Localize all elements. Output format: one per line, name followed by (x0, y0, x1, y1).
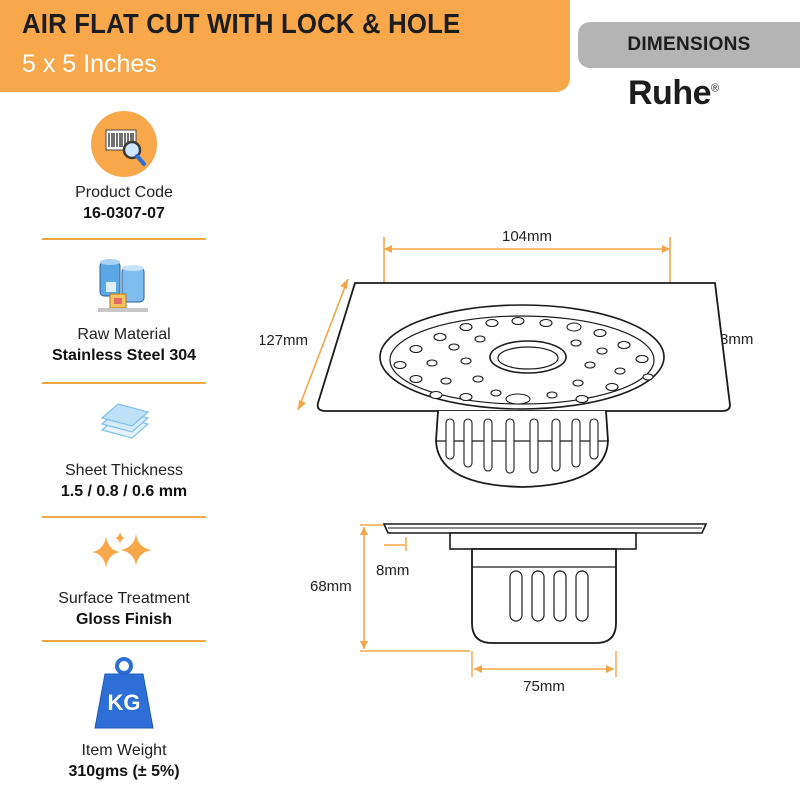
spec-product-code: Product Code 16-0307-07 (42, 110, 206, 223)
spec-surface-treatment: Surface Treatment Gloss Finish (42, 530, 206, 629)
dim-top-flange: 8mm (720, 331, 753, 348)
dim-outer-width: 127mm (260, 332, 308, 349)
barcode-magnifier-icon (91, 111, 157, 177)
product-size: 5 x 5 Inches (22, 50, 157, 78)
dim-body-width: 75mm (523, 678, 565, 695)
spec-divider (42, 238, 206, 240)
dimensions-label: DIMENSIONS (627, 34, 751, 55)
spec-value: 16-0307-07 (83, 205, 165, 222)
spec-value: Gloss Finish (75, 611, 172, 628)
spec-value: Stainless Steel 304 (51, 347, 197, 364)
spec-label: Surface Treatment (58, 590, 190, 607)
spec-label: Raw Material (77, 326, 171, 343)
brand-registered-mark: ® (711, 82, 719, 95)
spec-value: 310gms (± 5%) (68, 763, 180, 780)
spec-label: Product Code (75, 184, 173, 201)
spec-item-weight: KG Item Weight 310gms (± 5%) (42, 656, 206, 781)
spec-value: 1.5 / 0.8 / 0.6 mm (60, 483, 188, 500)
spec-divider (42, 640, 206, 642)
dim-inner-width: 104mm (502, 228, 552, 245)
spec-divider (42, 382, 206, 384)
stacked-sheets-icon (100, 403, 150, 439)
dim-height: 68mm (310, 578, 352, 595)
side-view: 68mm 8mm 75mm (310, 523, 708, 695)
spec-raw-material: Raw Material Stainless Steel 304 (42, 256, 206, 365)
top-view: 104mm 127mm 8mm (260, 228, 753, 488)
sparkle-icon (92, 532, 152, 568)
weight-icon-text: KG (108, 690, 141, 715)
weight-icon: KG (94, 657, 154, 729)
dimensions-tab: DIMENSIONS (578, 22, 800, 68)
material-rolls-icon (98, 259, 148, 312)
brand-name: Ruhe (628, 74, 712, 112)
brand-logo: Ruhe® (628, 74, 719, 113)
product-title: AIR FLAT CUT WITH LOCK & HOLE (22, 8, 461, 39)
technical-drawing: 104mm 127mm 8mm (260, 228, 753, 695)
title-banner: AIR FLAT CUT WITH LOCK & HOLE 5 x 5 Inch… (0, 0, 570, 92)
spec-label: Sheet Thickness (65, 462, 183, 479)
spec-sheet-thickness: Sheet Thickness 1.5 / 0.8 / 0.6 mm (42, 400, 206, 501)
spec-divider (42, 516, 206, 518)
dim-side-flange: 8mm (376, 562, 409, 579)
spec-label: Item Weight (81, 742, 167, 759)
grate-holes (393, 316, 654, 405)
